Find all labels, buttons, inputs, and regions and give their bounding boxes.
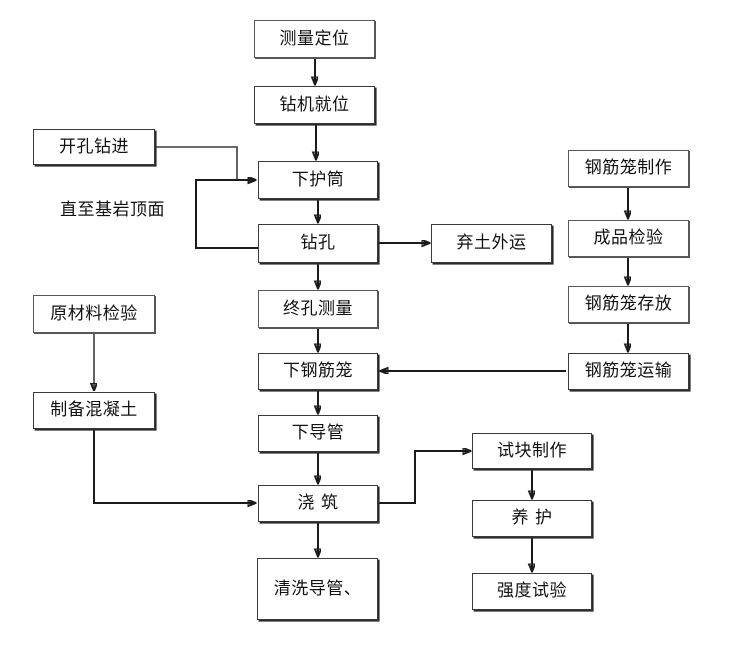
node-zhongkongceliang[interactable]: 终孔测量 — [258, 290, 378, 328]
node-label: 终孔测量 — [283, 298, 353, 319]
node-jiaozhu[interactable]: 浇 筑 — [258, 485, 378, 522]
node-label: 下导管 — [291, 423, 345, 443]
node-label: 钢筋笼运输 — [584, 361, 673, 381]
node-label: 清洗导管、 — [273, 578, 362, 599]
node-label: 钢筋笼制作 — [584, 158, 673, 178]
node-yuancailiaojianyan[interactable]: 原材料检验 — [33, 295, 155, 333]
node-kaikongzuanjin[interactable]: 开孔钻进 — [33, 129, 155, 165]
node-gangjinlongyunshu[interactable]: 钢筋笼运输 — [568, 353, 689, 390]
edge-n13-n10 — [93, 429, 255, 503]
node-yanghu[interactable]: 养 护 — [472, 500, 592, 537]
node-shikuaizhizuo[interactable]: 试块制作 — [472, 433, 592, 469]
node-xiadaoguan[interactable]: 下导管 — [258, 415, 378, 452]
node-gangjinlongcunfang[interactable]: 钢筋笼存放 — [568, 286, 689, 323]
node-qituwaiyun[interactable]: 弃土外运 — [431, 224, 552, 263]
node-gangjinlongzhizuo[interactable]: 钢筋笼制作 — [568, 150, 689, 187]
node-label: 钻孔 — [300, 233, 336, 253]
node-label: 钻机就位 — [279, 94, 350, 115]
node-label: 成品检验 — [593, 228, 664, 248]
node-xiagangjinlong[interactable]: 下钢筋笼 — [258, 353, 378, 390]
node-label: 钢筋笼存放 — [584, 294, 673, 314]
node-label: 强度试验 — [497, 581, 567, 601]
node-label: 浇 筑 — [297, 493, 339, 513]
node-celiangdingwei[interactable]: 测量定位 — [254, 20, 375, 58]
node-zuankong[interactable]: 钻孔 — [258, 224, 378, 263]
edge-n5-n4-feedback — [195, 180, 258, 249]
annotation-zhizhijiyandingmian: 直至基岩顶面 — [60, 200, 165, 220]
node-label: 养 护 — [511, 508, 553, 528]
node-qingxidaoguan[interactable]: 清洗导管、 — [257, 558, 378, 620]
node-label: 开孔钻进 — [59, 136, 129, 157]
node-label: 弃土外运 — [456, 233, 527, 253]
edge-n10-n18 — [378, 451, 470, 504]
node-qiangdushiyan[interactable]: 强度试验 — [472, 573, 592, 610]
edge-n3-n4 — [155, 146, 255, 180]
node-label: 试块制作 — [497, 440, 567, 461]
node-zuanjijiuwei[interactable]: 钻机就位 — [254, 86, 375, 124]
node-chengpinjianyan[interactable]: 成品检验 — [568, 220, 689, 257]
node-label: 原材料检验 — [50, 303, 138, 324]
node-label: 下护筒 — [291, 169, 345, 190]
node-label: 制备混凝土 — [50, 400, 138, 420]
node-label: 测量定位 — [279, 28, 350, 49]
node-label: 下钢筋笼 — [283, 361, 353, 381]
node-xiahutong[interactable]: 下护筒 — [258, 161, 378, 199]
node-zhibeihunningtu[interactable]: 制备混凝土 — [33, 392, 155, 429]
